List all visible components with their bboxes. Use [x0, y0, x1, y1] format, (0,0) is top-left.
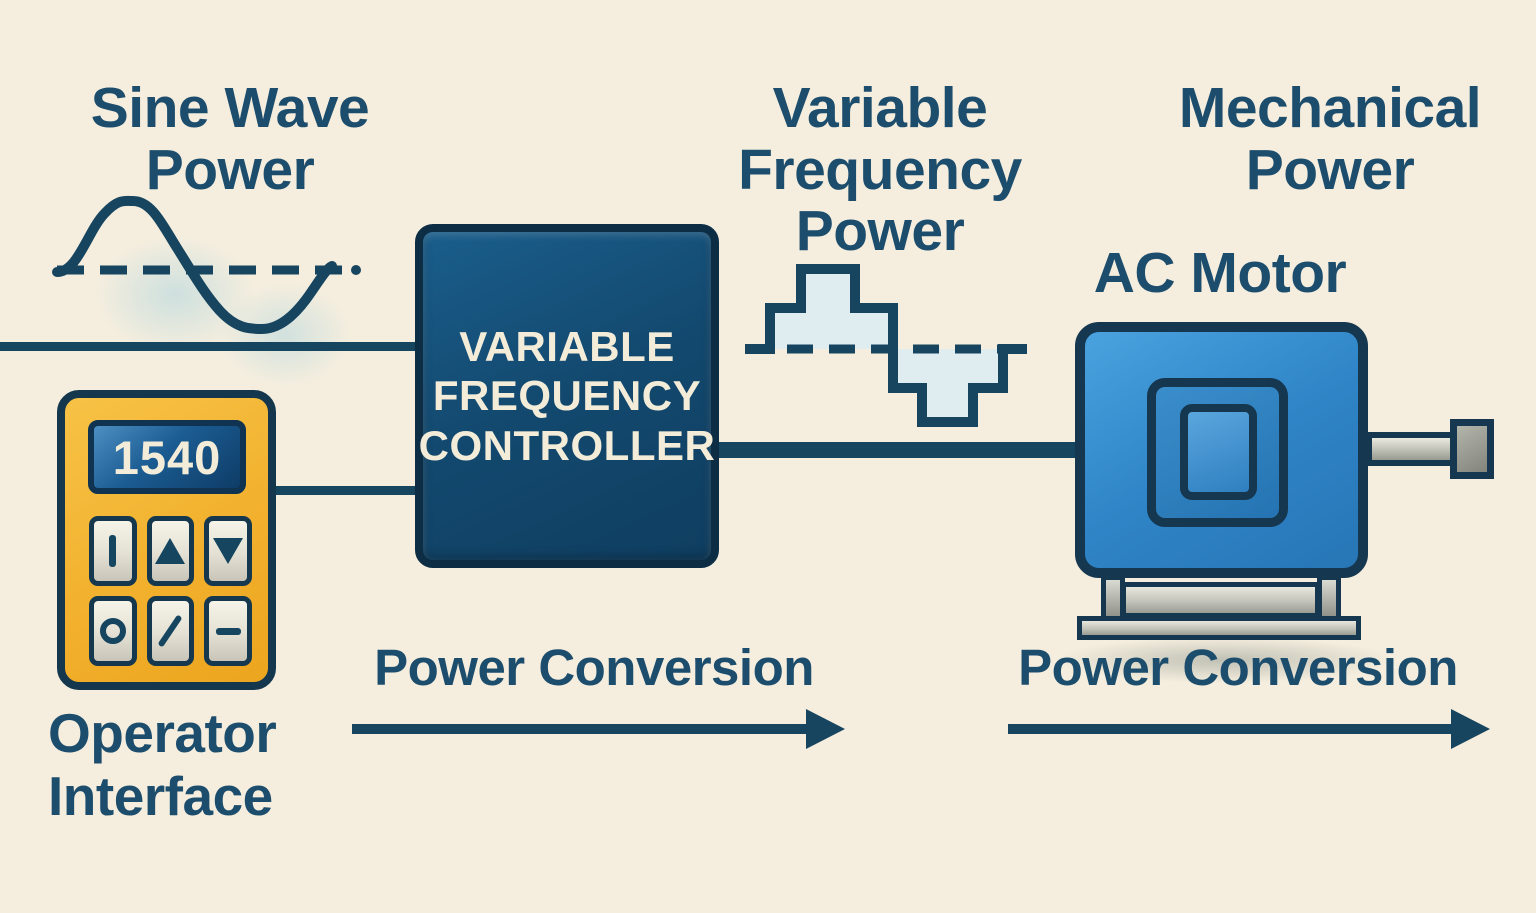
input-power-wire	[0, 342, 424, 351]
power-conversion-label-left: Power Conversion	[374, 639, 814, 696]
operator-interface-keypad: 1540	[57, 390, 276, 690]
motor-leg-right	[1317, 575, 1341, 622]
power-conversion-arrow-right	[1008, 709, 1490, 749]
keypad-button-circle	[89, 596, 137, 666]
ac-motor-label: AC Motor	[1093, 241, 1347, 305]
keypad-display: 1540	[88, 420, 246, 494]
operator-interface-label: Operator Interface	[48, 702, 277, 827]
triangle-up-icon	[155, 538, 186, 564]
motor-platform	[1121, 582, 1320, 618]
sine-wave-curve	[52, 195, 337, 335]
motor-shaft-endcap	[1450, 419, 1494, 479]
sine-wave-figure	[52, 195, 361, 335]
keypad-button-up	[146, 516, 195, 586]
triangle-down-icon	[213, 538, 244, 564]
motor-window	[1180, 404, 1257, 500]
controller-to-motor-wire	[710, 442, 1080, 458]
mechanical-power-heading: Mechanical Power	[1178, 76, 1482, 202]
sine-wave-power-heading: Sine Wave Power	[90, 76, 370, 202]
stepped-wave-figure	[745, 264, 1030, 427]
keypad-button-slash	[146, 596, 195, 666]
motor-shaft	[1366, 432, 1458, 466]
keypad-buttons	[89, 516, 252, 666]
motor-leg-left	[1101, 575, 1125, 622]
power-conversion-label-right: Power Conversion	[1018, 639, 1458, 696]
keypad-button-power	[89, 516, 137, 586]
keypad-to-controller-wire	[270, 486, 426, 495]
keypad-button-down	[204, 516, 252, 586]
slash-icon	[157, 614, 184, 648]
minus-icon	[215, 627, 241, 635]
variable-frequency-power-heading: Variable Frequency Power	[738, 76, 1022, 264]
variable-frequency-controller-box: VARIABLE FREQUENCY CONTROLLER	[415, 224, 719, 568]
power-conversion-arrow-left	[352, 709, 845, 749]
keypad-button-minus	[204, 596, 252, 666]
motor-base-plate	[1077, 616, 1361, 640]
sine-dashed-line-dot	[351, 265, 361, 275]
power-bar-icon	[109, 535, 117, 567]
circle-icon	[99, 618, 126, 644]
controller-label: VARIABLE FREQUENCY CONTROLLER	[418, 322, 716, 469]
